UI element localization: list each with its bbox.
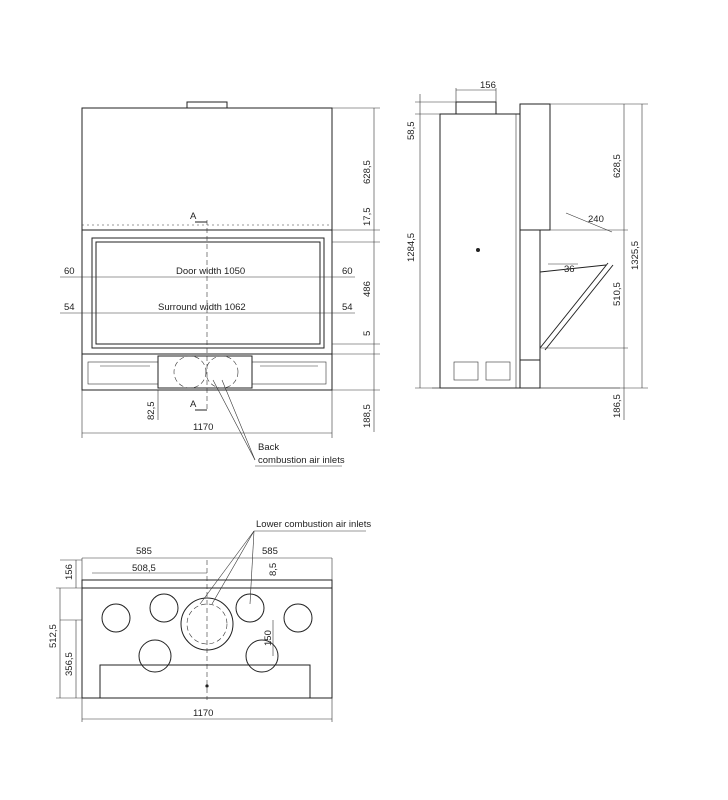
dim-plan-156: 156 <box>64 564 75 580</box>
dim-side-240: 240 <box>588 214 604 225</box>
dim-front-486: 486 <box>362 281 373 297</box>
section-label-bottom: A <box>190 399 197 410</box>
dim-54-right: 54 <box>342 302 353 313</box>
dim-plan-585-right: 585 <box>262 546 278 557</box>
dim-plan-5085: 508,5 <box>132 563 156 574</box>
front-view: A A Door width 1050 60 60 Surround width… <box>60 101 380 467</box>
front-flue-collar <box>186 101 228 109</box>
dim-plan-150: 150 <box>263 630 274 646</box>
dim-front-width: 1170 <box>193 422 213 433</box>
dim-side-1865: 186,5 <box>612 394 623 418</box>
dim-plan-width: 1170 <box>193 708 213 719</box>
dim-60-right: 60 <box>342 266 353 277</box>
dim-side-6285: 628,5 <box>612 154 623 178</box>
door-width-label: Door width 1050 <box>176 266 245 277</box>
surround-width-label: Surround width 1062 <box>158 302 246 313</box>
dim-front-175: 17,5 <box>362 208 373 227</box>
dim-plan-5125: 512,5 <box>48 624 59 648</box>
side-view: 156 58,5 1284,5 628,5 1325,5 510,5 186,5… <box>406 80 648 420</box>
callout-back-line1: Back <box>258 442 279 453</box>
dim-side-585: 58,5 <box>406 122 417 141</box>
dim-front-5: 5 <box>362 331 373 336</box>
dim-plan-585-left: 585 <box>136 546 152 557</box>
front-hood <box>81 107 333 231</box>
front-glass <box>95 241 321 345</box>
dim-front-825: 82,5 <box>146 402 157 421</box>
side-door <box>519 229 541 361</box>
front-door-frame <box>91 237 325 349</box>
side-hood-front <box>519 103 551 231</box>
dim-side-36: 36 <box>564 264 575 275</box>
side-flue <box>455 101 497 115</box>
dim-side-5105: 510,5 <box>612 282 623 306</box>
dim-side-156: 156 <box>480 80 496 91</box>
dim-front-1885: 188,5 <box>362 404 373 428</box>
dim-side-12845: 1284,5 <box>406 233 417 262</box>
dim-plan-85: 8,5 <box>268 563 279 576</box>
dim-54-left: 54 <box>64 302 75 313</box>
dim-60-left: 60 <box>64 266 75 277</box>
plan-view: Lower combustion air inlets 585 585 508,… <box>48 519 371 722</box>
callout-lower-inlets: Lower combustion air inlets <box>256 519 371 530</box>
dim-plan-3565: 356,5 <box>64 652 75 676</box>
dim-front-6285: 628,5 <box>362 160 373 184</box>
dim-side-13255: 1325,5 <box>630 241 641 270</box>
side-body <box>439 113 521 389</box>
callout-back-line2: combustion air inlets <box>258 455 345 466</box>
section-label-top: A <box>190 211 197 222</box>
